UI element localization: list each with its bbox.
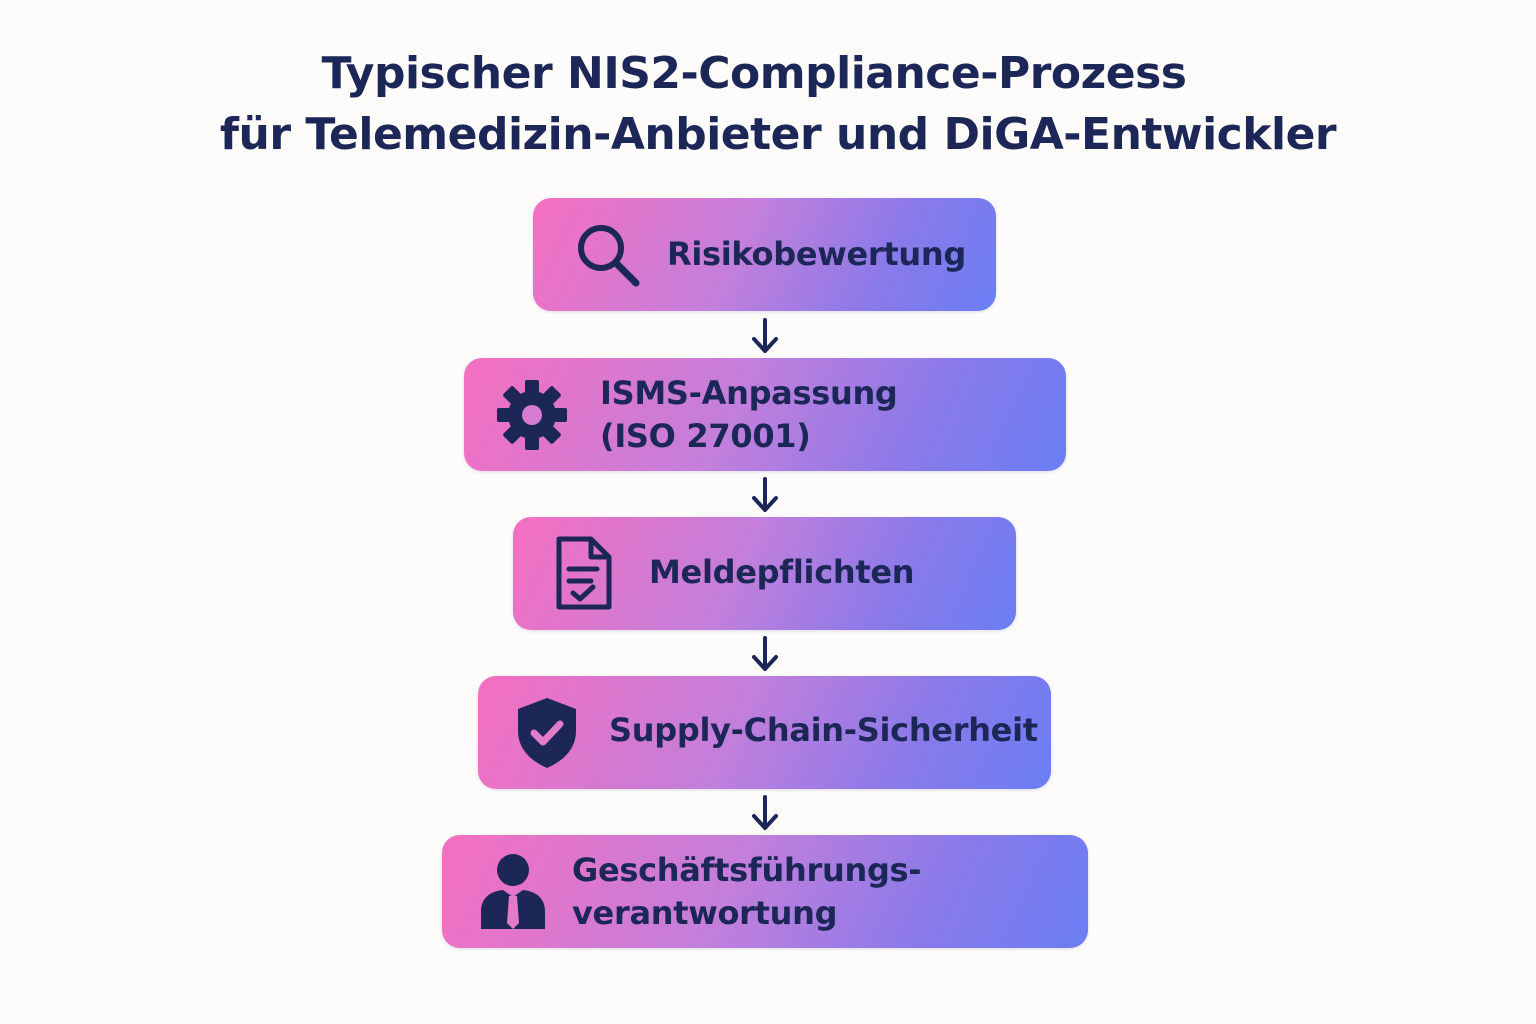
step-label: Geschäftsführungs- verantwortung	[572, 849, 922, 935]
arrow-down-icon	[751, 795, 779, 833]
step-label-line: ISMS-Anpassung	[600, 374, 898, 412]
diagram-title-line-2: für Telemedizin-Anbieter und DiGA-Entwic…	[219, 109, 1337, 160]
executive-person-icon	[478, 851, 548, 931]
arrow-down-icon	[751, 636, 779, 674]
diagram-title-line-1: Typischer NIS2-Compliance-Prozess	[321, 48, 1187, 99]
step-label: ISMS-Anpassung (ISO 27001)	[600, 372, 898, 458]
step-isms-anpassung: ISMS-Anpassung (ISO 27001)	[464, 358, 1066, 471]
step-label-line: Meldepflichten	[649, 553, 915, 591]
magnifier-icon	[573, 220, 645, 292]
step-label-line: (ISO 27001)	[600, 417, 811, 455]
document-check-icon	[551, 535, 617, 613]
step-label-line: Supply-Chain-Sicherheit	[609, 711, 1038, 749]
step-meldepflichten: Meldepflichten	[513, 517, 1016, 630]
step-supply-chain-sicherheit: Supply-Chain-Sicherheit	[478, 676, 1051, 789]
shield-check-icon	[514, 695, 580, 771]
step-label-line: Risikobewertung	[667, 235, 966, 273]
step-label-line: Geschäftsführungs-	[572, 851, 922, 889]
arrow-down-icon	[751, 318, 779, 356]
step-label-line: verantwortung	[572, 894, 838, 932]
step-label: Supply-Chain-Sicherheit	[609, 709, 1038, 752]
step-label: Meldepflichten	[649, 551, 915, 594]
step-risikobewertung: Risikobewertung	[533, 198, 996, 311]
step-geschaeftsfuehrungsverantwortung: Geschäftsführungs- verantwortung	[442, 835, 1088, 948]
gear-icon	[494, 377, 570, 453]
step-label: Risikobewertung	[667, 233, 966, 276]
arrow-down-icon	[751, 477, 779, 515]
